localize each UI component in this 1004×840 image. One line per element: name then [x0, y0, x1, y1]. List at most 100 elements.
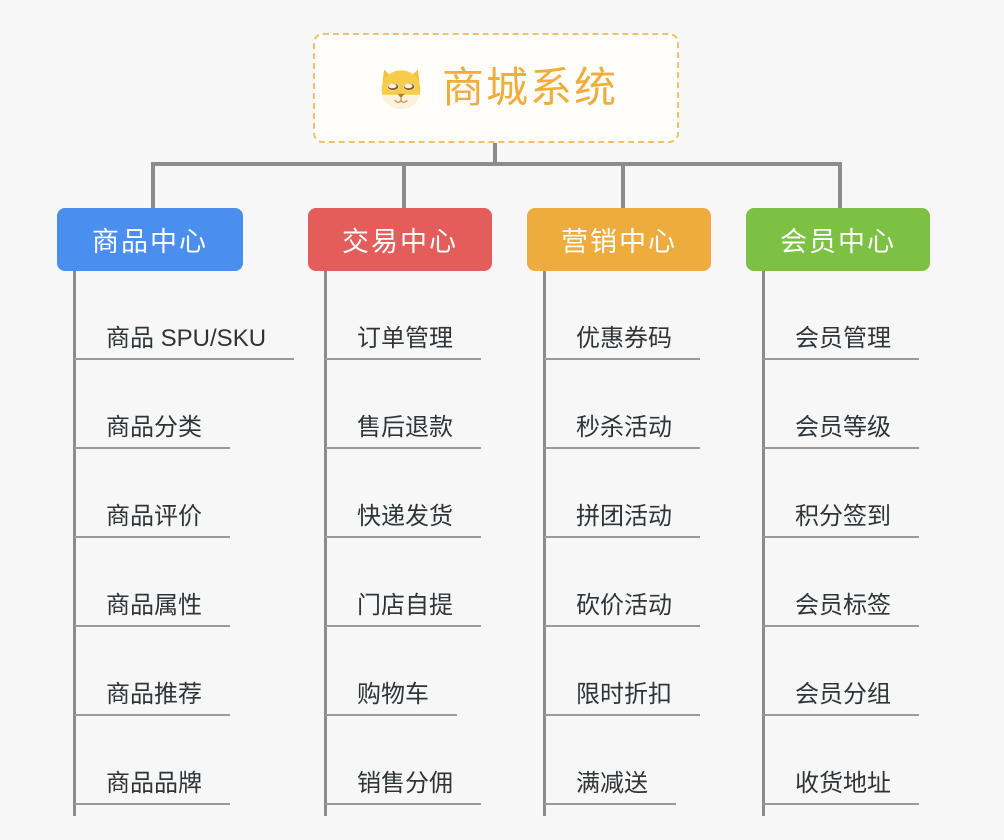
leaf-list-member-center: 会员管理 会员等级 积分签到 会员标签 会员分组 收货地址	[746, 271, 930, 805]
leaf-underline: 砍价活动	[544, 591, 700, 627]
list-item[interactable]: 门店自提	[308, 538, 492, 627]
branch-spine	[73, 271, 76, 816]
leaf-label: 限时折扣	[576, 680, 672, 708]
leaf-list-product-center: 商品 SPU/SKU 商品分类 商品评价 商品属性 商品推荐 商品品牌	[57, 271, 295, 805]
leaf-underline: 会员标签	[763, 591, 919, 627]
list-item[interactable]: 商品推荐	[57, 627, 243, 716]
leaf-label: 会员分组	[795, 680, 891, 708]
leaf-label: 会员管理	[795, 324, 891, 352]
list-item[interactable]: 售后退款	[308, 360, 492, 449]
connector-horizontal-bus	[151, 162, 839, 166]
leaf-underline: 满减送	[544, 769, 676, 805]
leaf-label: 门店自提	[357, 591, 453, 619]
leaf-label: 商品 SPU/SKU	[106, 324, 267, 352]
list-item[interactable]: 秒杀活动	[527, 360, 711, 449]
list-item[interactable]: 会员等级	[746, 360, 930, 449]
leaf-underline: 会员等级	[763, 413, 919, 449]
leaf-underline: 订单管理	[325, 324, 481, 360]
leaf-underline: 快递发货	[325, 502, 481, 538]
connector-branch-vertical-2	[402, 162, 406, 210]
list-item[interactable]: 商品评价	[57, 449, 243, 538]
branch-marketing-center: 营销中心 优惠券码 秒杀活动 拼团活动 砍价活动 限时折扣 满减送	[527, 208, 711, 816]
leaf-list-marketing-center: 优惠券码 秒杀活动 拼团活动 砍价活动 限时折扣 满减送	[527, 271, 711, 805]
list-item[interactable]: 快递发货	[308, 449, 492, 538]
leaf-label: 商品品牌	[106, 769, 202, 797]
branch-spine	[762, 271, 765, 816]
leaf-underline: 优惠券码	[544, 324, 700, 360]
leaf-label: 优惠券码	[576, 324, 672, 352]
leaf-underline: 拼团活动	[544, 502, 700, 538]
leaf-label: 会员标签	[795, 591, 891, 619]
leaf-label: 秒杀活动	[576, 413, 672, 441]
leaf-underline: 商品属性	[74, 591, 230, 627]
connector-branch-vertical-3	[621, 162, 625, 210]
leaf-label: 快递发货	[357, 502, 453, 530]
leaf-label: 商品评价	[106, 502, 202, 530]
leaf-underline: 秒杀活动	[544, 413, 700, 449]
list-item[interactable]: 收货地址	[746, 716, 930, 805]
leaf-label: 销售分佣	[357, 769, 453, 797]
leaf-underline: 商品品牌	[74, 769, 230, 805]
leaf-underline: 收货地址	[763, 769, 919, 805]
leaf-underline: 销售分佣	[325, 769, 481, 805]
leaf-label: 商品分类	[106, 413, 202, 441]
branch-header-label: 商品中心	[92, 227, 208, 257]
leaf-label: 收货地址	[795, 769, 891, 797]
leaf-underline: 商品推荐	[74, 680, 230, 716]
root-node[interactable]: 商城系统	[313, 33, 679, 143]
leaf-underline: 商品分类	[74, 413, 230, 449]
list-item[interactable]: 积分签到	[746, 449, 930, 538]
list-item[interactable]: 商品分类	[57, 360, 243, 449]
leaf-label: 订单管理	[357, 324, 453, 352]
branch-spine	[543, 271, 546, 816]
list-item[interactable]: 会员分组	[746, 627, 930, 716]
list-item[interactable]: 订单管理	[308, 271, 492, 360]
list-item[interactable]: 满减送	[527, 716, 711, 805]
list-item[interactable]: 优惠券码	[527, 271, 711, 360]
leaf-list-trade-center: 订单管理 售后退款 快递发货 门店自提 购物车 销售分佣	[308, 271, 492, 805]
leaf-label: 拼团活动	[576, 502, 672, 530]
list-item[interactable]: 拼团活动	[527, 449, 711, 538]
list-item[interactable]: 商品品牌	[57, 716, 243, 805]
branch-header-label: 会员中心	[780, 227, 896, 257]
leaf-underline: 会员分组	[763, 680, 919, 716]
branch-header-label: 交易中心	[342, 227, 458, 257]
leaf-underline: 会员管理	[763, 324, 919, 360]
branch-header-product-center[interactable]: 商品中心	[57, 208, 243, 271]
list-item[interactable]: 会员管理	[746, 271, 930, 360]
leaf-underline: 积分签到	[763, 502, 919, 538]
list-item[interactable]: 砍价活动	[527, 538, 711, 627]
leaf-underline: 限时折扣	[544, 680, 700, 716]
leaf-underline: 门店自提	[325, 591, 481, 627]
leaf-label: 商品属性	[106, 591, 202, 619]
leaf-label: 积分签到	[795, 502, 891, 530]
branch-trade-center: 交易中心 订单管理 售后退款 快递发货 门店自提 购物车 销售分佣	[308, 208, 492, 816]
leaf-underline: 购物车	[325, 680, 457, 716]
leaf-label: 售后退款	[357, 413, 453, 441]
branch-product-center: 商品中心 商品 SPU/SKU 商品分类 商品评价 商品属性 商品推荐 商品品牌	[57, 208, 295, 816]
leaf-label: 满减送	[576, 769, 648, 797]
leaf-label: 购物车	[357, 680, 429, 708]
list-item[interactable]: 限时折扣	[527, 627, 711, 716]
leaf-label: 商品推荐	[106, 680, 202, 708]
branch-header-marketing-center[interactable]: 营销中心	[527, 208, 711, 271]
branch-spine	[324, 271, 327, 816]
list-item[interactable]: 商品 SPU/SKU	[57, 271, 295, 360]
branch-header-label: 营销中心	[561, 227, 677, 257]
leaf-label: 会员等级	[795, 413, 891, 441]
leaf-underline: 商品 SPU/SKU	[74, 324, 295, 360]
leaf-underline: 售后退款	[325, 413, 481, 449]
shiba-dog-face-icon	[381, 69, 421, 110]
list-item[interactable]: 商品属性	[57, 538, 243, 627]
list-item[interactable]: 购物车	[308, 627, 492, 716]
root-title: 商城系统	[441, 64, 618, 111]
branch-header-trade-center[interactable]: 交易中心	[308, 208, 492, 271]
connector-root-vertical	[493, 143, 497, 166]
branch-member-center: 会员中心 会员管理 会员等级 积分签到 会员标签 会员分组 收货地址	[746, 208, 930, 816]
list-item[interactable]: 会员标签	[746, 538, 930, 627]
connector-branch-vertical-1	[151, 162, 155, 210]
leaf-label: 砍价活动	[576, 591, 672, 619]
branch-header-member-center[interactable]: 会员中心	[746, 208, 930, 271]
list-item[interactable]: 销售分佣	[308, 716, 492, 805]
